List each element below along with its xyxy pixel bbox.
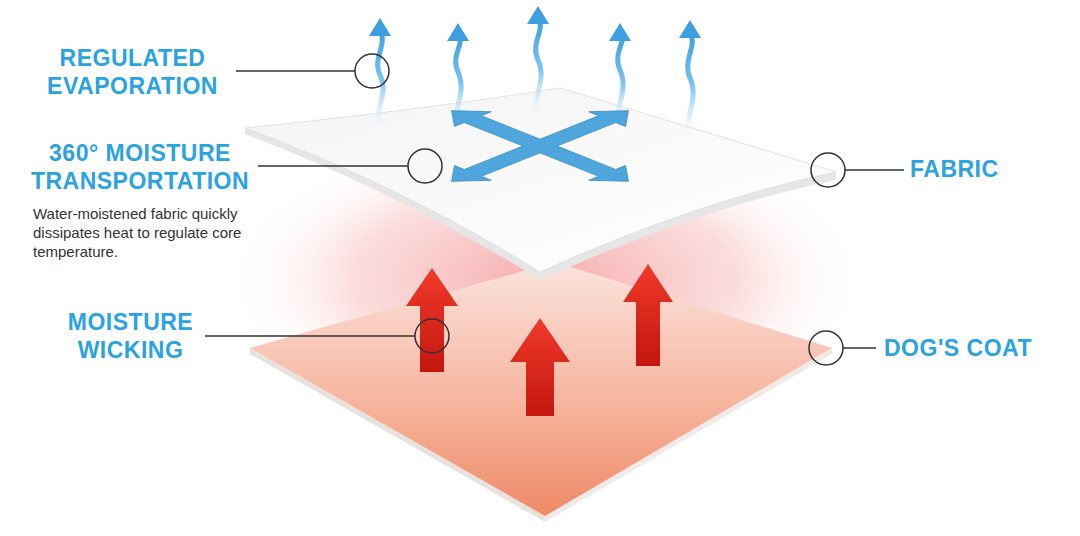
evaporation-arrows [378,18,693,140]
moisture-transport-x [363,75,717,216]
callout-heading: MOISTURE WICKING [58,308,203,364]
callout-heading: DOG'S COAT [884,334,1064,362]
callout-heading: REGULATED EVAPORATION [30,44,235,100]
heat-arrows [406,264,673,416]
leader-lines [205,54,904,365]
dog-coat-sheet [250,262,832,522]
callout-note: Water-moistened fabric quickly dissipate… [33,204,258,261]
callout-heading: FABRIC [910,155,1030,183]
fabric-sheet [245,88,836,280]
evaporation-arrowheads [369,6,701,41]
callout-heading: 360° MOISTURE TRANSPORTATION [20,139,260,195]
